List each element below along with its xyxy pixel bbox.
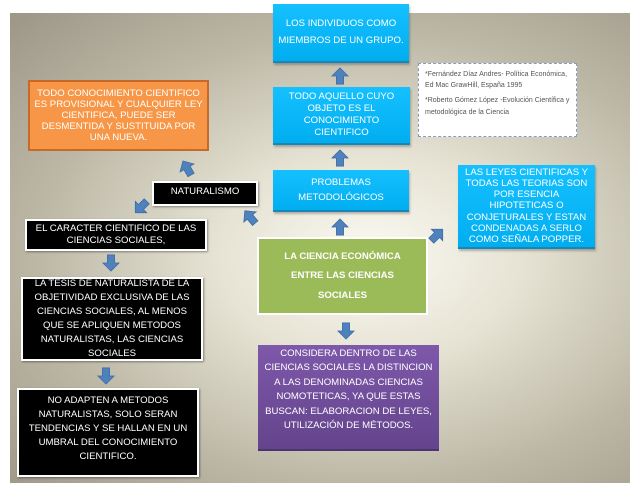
reference-2: *Roberto Gómez López -Evolución Científi… [425, 97, 570, 116]
box-considera: CONSIDERA DENTRO DE LAS CIENCIAS SOCIALE… [258, 345, 439, 451]
arrow-down-left-icon [128, 194, 153, 219]
box-central: LA CIENCIA ECONÓMICA ENTRE LAS CIENCIAS … [257, 237, 428, 315]
references-note: *Fernández Díaz Andres- Política Económi… [418, 63, 577, 137]
reference-1: *Fernández Díaz Andres- Política Económi… [425, 71, 568, 90]
box-tesis: LA TESIS DE NATURALISTA DE LA OBJETIVIDA… [21, 277, 203, 361]
box-objeto: TODO AQUELLO CUYO OBJETO ES EL CONOCIMIE… [273, 87, 410, 145]
arrow-down-icon [102, 254, 120, 272]
box-leyes: LAS LEYES CIENTIFICAS Y TODAS LAS TEORIA… [458, 165, 595, 249]
arrow-up-left-icon [175, 156, 200, 181]
arrow-up-left-icon [237, 204, 262, 229]
box-provisional: TODO CONOCIMIENTO CIENTIFICO ES PROVISIO… [28, 80, 209, 151]
arrow-down-icon [97, 367, 115, 385]
arrow-up-icon [331, 67, 349, 85]
box-adapten: NO ADAPTEN A METODOS NATURALISTAS, SOLO … [17, 388, 199, 477]
arrow-up-icon [331, 218, 349, 236]
arrow-down-icon [337, 322, 355, 340]
arrow-up-right-icon [424, 222, 449, 247]
arrow-up-icon [331, 149, 349, 167]
box-individuos: LOS INDIVIDUOS COMO MIEMBROS DE UN GRUPO… [273, 4, 409, 63]
box-caracter: EL CARACTER CIENTIFICO DE LAS CIENCIAS S… [25, 219, 207, 251]
box-problemas: PROBLEMAS METODOLÓGICOS [273, 170, 409, 212]
box-naturalismo: NATURALISMO [152, 181, 258, 206]
